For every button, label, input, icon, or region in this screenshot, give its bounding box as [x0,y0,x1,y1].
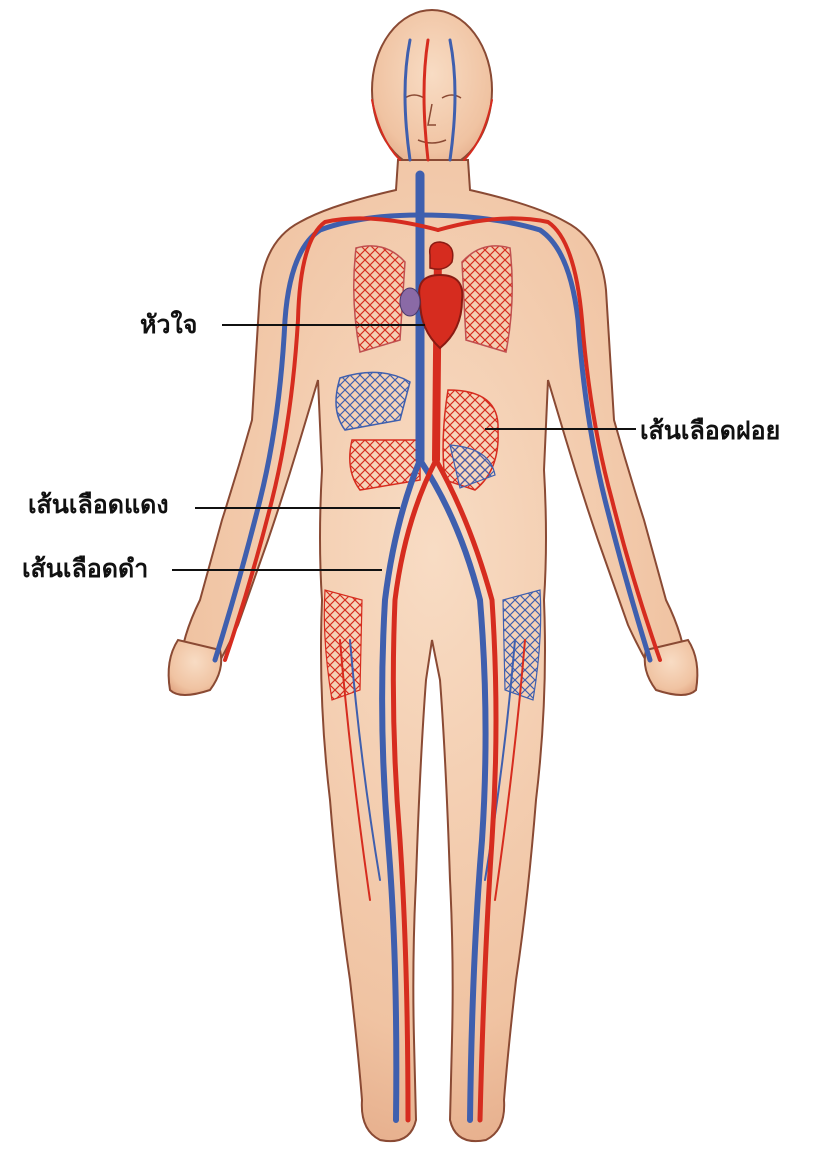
vein-label: เส้นเลือดดำ [22,556,148,581]
heart-label: หัวใจ [140,312,197,337]
body-silhouette [169,10,698,1141]
artery-label: เส้นเลือดแดง [28,492,169,517]
capillary-label: เส้นเลือดฝอย [640,418,780,443]
